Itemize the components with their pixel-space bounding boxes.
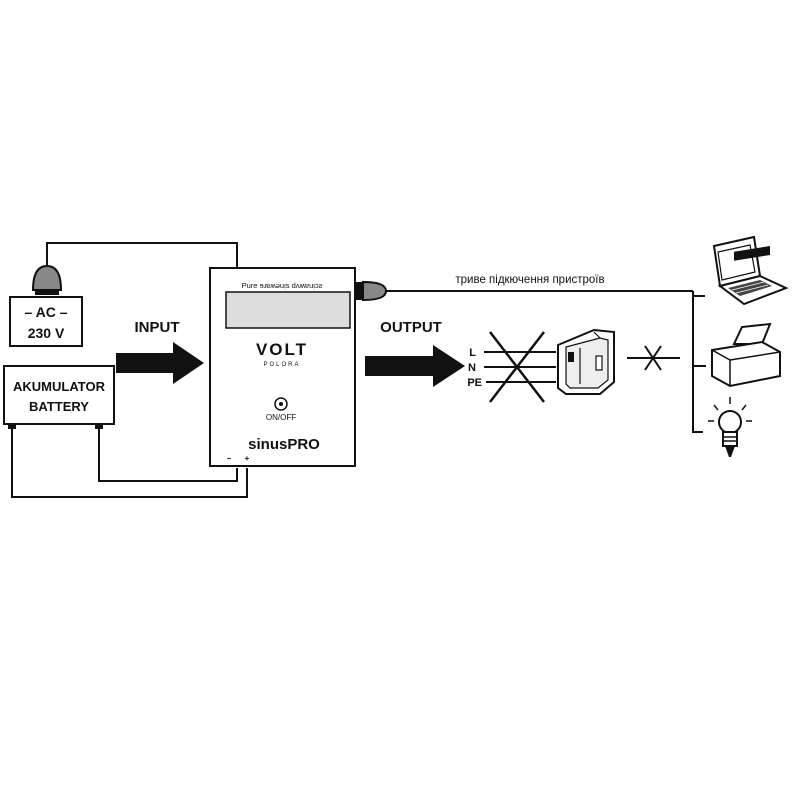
isolation-symbol-icon	[627, 345, 680, 371]
ac-wire	[46, 242, 238, 272]
battery-terminal-negative	[8, 424, 16, 429]
inverter-unit: Pure ɘɹɐʍǝuᴉs dʌʍɐuᴉɔƨ VOLT POLORA ON/OF…	[209, 267, 388, 467]
battery-wire-negative	[11, 428, 248, 498]
device-bus-wire	[692, 291, 703, 433]
inverter-brand: VOLT	[256, 340, 308, 359]
ac-label: – AC –	[24, 304, 67, 320]
output-arrow-icon	[365, 345, 465, 387]
printer-icon	[711, 246, 781, 388]
terminal-minus-label: –	[227, 454, 232, 463]
battery-terminal-positive	[95, 424, 103, 429]
terminal-plus-label: +	[245, 454, 250, 463]
mains-lines: L N PE	[467, 331, 556, 403]
ac-plug-icon	[31, 264, 63, 295]
power-switch-label: ON/OFF	[266, 413, 296, 422]
battery-label: AKUMULATOR	[13, 379, 106, 394]
input-arrow-icon	[116, 342, 204, 384]
ac-voltage-label: 230 V	[28, 325, 65, 341]
wall-outlet-icon	[557, 328, 615, 395]
battery-box: AKUMULATOR BATTERY	[3, 365, 115, 429]
inverter-model: sinusPRO	[248, 436, 320, 453]
inverter-brand-sub: POLORA	[263, 362, 300, 368]
inverter-display	[225, 291, 351, 329]
connection-note: триве підкючення пристроїв	[455, 274, 604, 286]
light-bulb-icon	[708, 397, 752, 457]
line-label-pe: PE	[467, 377, 482, 389]
output-plug-icon	[362, 280, 388, 302]
laptop-icon	[712, 235, 789, 306]
inverter-header: Pure ɘɹɐʍǝuᴉs dʌʍɐuᴉɔƨ	[242, 281, 323, 290]
battery-wire-positive	[98, 428, 238, 482]
line-label-l: L	[469, 347, 476, 359]
output-socket-icon	[355, 282, 362, 300]
input-label: INPUT	[135, 319, 180, 336]
output-label: OUTPUT	[380, 319, 442, 336]
line-label-n: N	[468, 362, 476, 374]
battery-label-en: BATTERY	[29, 399, 89, 414]
power-switch[interactable]	[274, 397, 288, 411]
ac-source-box: – AC – 230 V	[9, 296, 83, 347]
